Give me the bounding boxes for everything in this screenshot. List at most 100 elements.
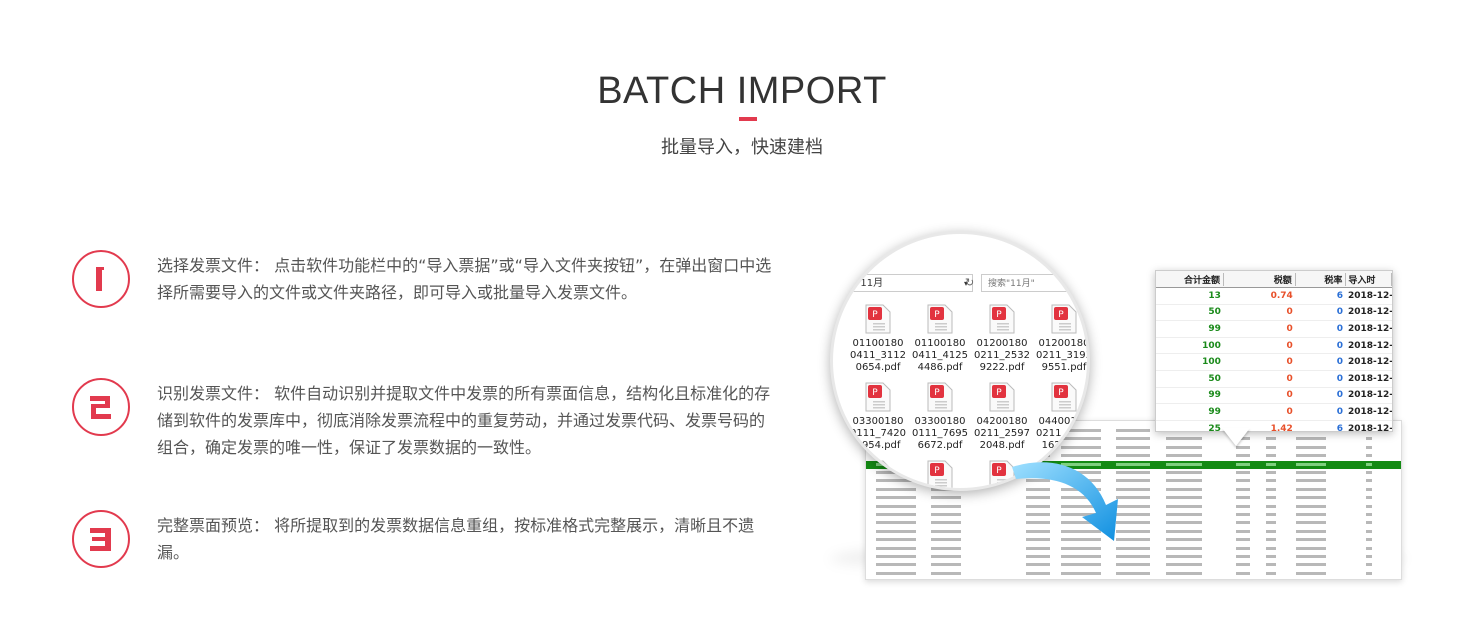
background-row <box>866 519 1401 527</box>
file-name-line: 04400170 <box>1038 416 1090 427</box>
pdf-file-icon: P <box>865 382 891 412</box>
cell-tax-rate: 0 <box>1336 406 1343 417</box>
cell-total-amount: 25 <box>1208 423 1221 432</box>
cell-tax-rate: 6 <box>1336 290 1343 301</box>
header-tax-rate: 税率 <box>1296 272 1347 286</box>
cell-tax-amount: 0 <box>1286 323 1293 334</box>
pdf-file-item[interactable]: P04400180 <box>909 460 971 488</box>
cell-total-amount: 99 <box>1208 406 1221 417</box>
file-name-line: 6672.pdf <box>917 440 963 451</box>
cell-tax-rate: 0 <box>1336 340 1343 351</box>
table-row[interactable]: 13 0.74 6 2018-12- <box>1156 288 1392 305</box>
cell-total-amount: 50 <box>1208 373 1221 384</box>
pdf-file-icon: P <box>865 304 891 334</box>
pdf-file-icon: P <box>989 460 1015 488</box>
svg-text:P: P <box>1058 388 1064 398</box>
cell-import-time: 2018-12- <box>1348 290 1393 301</box>
cell-import-time: 2018-12- <box>1348 373 1393 384</box>
svg-text:P: P <box>1058 310 1064 320</box>
cell-import-time: 2018-12- <box>1348 423 1393 432</box>
file-name-line: 03300180 <box>914 416 966 427</box>
file-name-line: 0411_3112 <box>850 350 906 361</box>
file-name-line: 0654.pdf <box>855 362 901 373</box>
page-subtitle: 批量导入，快速建档 <box>661 137 823 158</box>
table-row[interactable]: 99 0 0 2018-12- <box>1156 404 1392 421</box>
folder-search-input[interactable]: 搜索"11月" <box>981 274 1087 292</box>
file-name-line: 0211_3193 <box>1036 350 1090 361</box>
cell-tax-amount: 0 <box>1286 406 1293 417</box>
path-dropdown-icon[interactable]: ▾ <box>963 279 968 288</box>
table-row[interactable]: 50 0 0 2018-12- <box>1156 371 1392 388</box>
cell-tax-rate: 0 <box>1336 390 1343 401</box>
file-name-line: 01200180 <box>1038 338 1090 349</box>
cell-tax-rate: 0 <box>1336 373 1343 384</box>
pdf-file-icon: P <box>927 460 953 488</box>
background-row <box>866 545 1401 553</box>
header-tax-amount: 税额 <box>1224 272 1296 286</box>
step-2-text: 识别发票文件： 软件自动识别并提取文件中发票的所有票面信息，结构化且标准化的存储… <box>157 384 771 457</box>
cell-tax-rate: 6 <box>1336 423 1343 432</box>
file-name-line: 7954.pdf <box>855 440 901 451</box>
title-underline <box>739 117 757 121</box>
background-row <box>866 511 1401 519</box>
background-row <box>866 536 1401 544</box>
folder-path-bar[interactable]: › 11月 ▾ <box>845 274 973 292</box>
import-illustration: 合计金额 税额 税率 导入时 13 0.74 6 2018-12- 50 0 0 2018-1… <box>830 225 1430 595</box>
cell-tax-amount: 0 <box>1286 357 1293 368</box>
pdf-file-item[interactable]: P04400180 <box>971 460 1033 488</box>
pdf-file-icon: P <box>1051 382 1077 412</box>
file-name-line: 01200180 <box>976 338 1028 349</box>
cell-import-time: 2018-12- <box>1348 357 1393 368</box>
step-3-text: 完整票面预览： 将所提取到的发票数据信息重组，按标准格式完整展示，清晰且不遗漏。 <box>157 516 755 562</box>
cell-tax-amount: 0 <box>1286 390 1293 401</box>
file-name-line: 0211_9072 <box>1036 428 1090 439</box>
svg-text:P: P <box>872 310 878 320</box>
file-name-line: 4486.pdf <box>917 362 963 373</box>
file-name-line: 03300180 <box>852 416 904 427</box>
pdf-file-icon: P <box>865 460 891 488</box>
path-chevron-icon: › <box>850 278 861 289</box>
invoice-table-header: 合计金额 税额 税率 导入时 <box>1156 271 1392 288</box>
file-name-line: 01100180 <box>852 338 904 349</box>
cell-tax-rate: 0 <box>1336 307 1343 318</box>
cell-import-time: 2018-12- <box>1348 406 1393 417</box>
cell-total-amount: 13 <box>1208 290 1221 301</box>
folder-path-text: 11月 <box>860 278 884 289</box>
svg-text:P: P <box>872 466 878 476</box>
background-row <box>866 553 1401 561</box>
svg-text:P: P <box>996 310 1002 320</box>
cell-import-time: 2018-12- <box>1348 307 1393 318</box>
cell-tax-amount: 0 <box>1286 373 1293 384</box>
background-row <box>866 561 1401 569</box>
file-name-line: 04200180 <box>976 416 1028 427</box>
file-name-line: 0111_7420 <box>850 428 906 439</box>
cell-total-amount: 100 <box>1202 340 1221 351</box>
cell-tax-amount: 0.74 <box>1270 290 1293 301</box>
refresh-icon[interactable]: ↻ <box>965 276 975 289</box>
file-name-line: 0211_2597 <box>974 428 1030 439</box>
step-1-text: 选择发票文件： 点击软件功能栏中的“导入票据”或“导入文件夹按钮”，在弹出窗口中… <box>157 256 772 302</box>
cell-tax-amount: 0 <box>1286 307 1293 318</box>
page-title: BATCH IMPORT <box>597 70 887 112</box>
header-total-amount: 合计金额 <box>1156 272 1224 286</box>
file-name-line: 1623.pdf <box>1041 440 1087 451</box>
cell-total-amount: 99 <box>1208 323 1221 334</box>
pdf-file-item[interactable]: P <box>847 460 909 488</box>
step-number-1-icon <box>72 250 130 308</box>
svg-text:P: P <box>996 466 1002 476</box>
